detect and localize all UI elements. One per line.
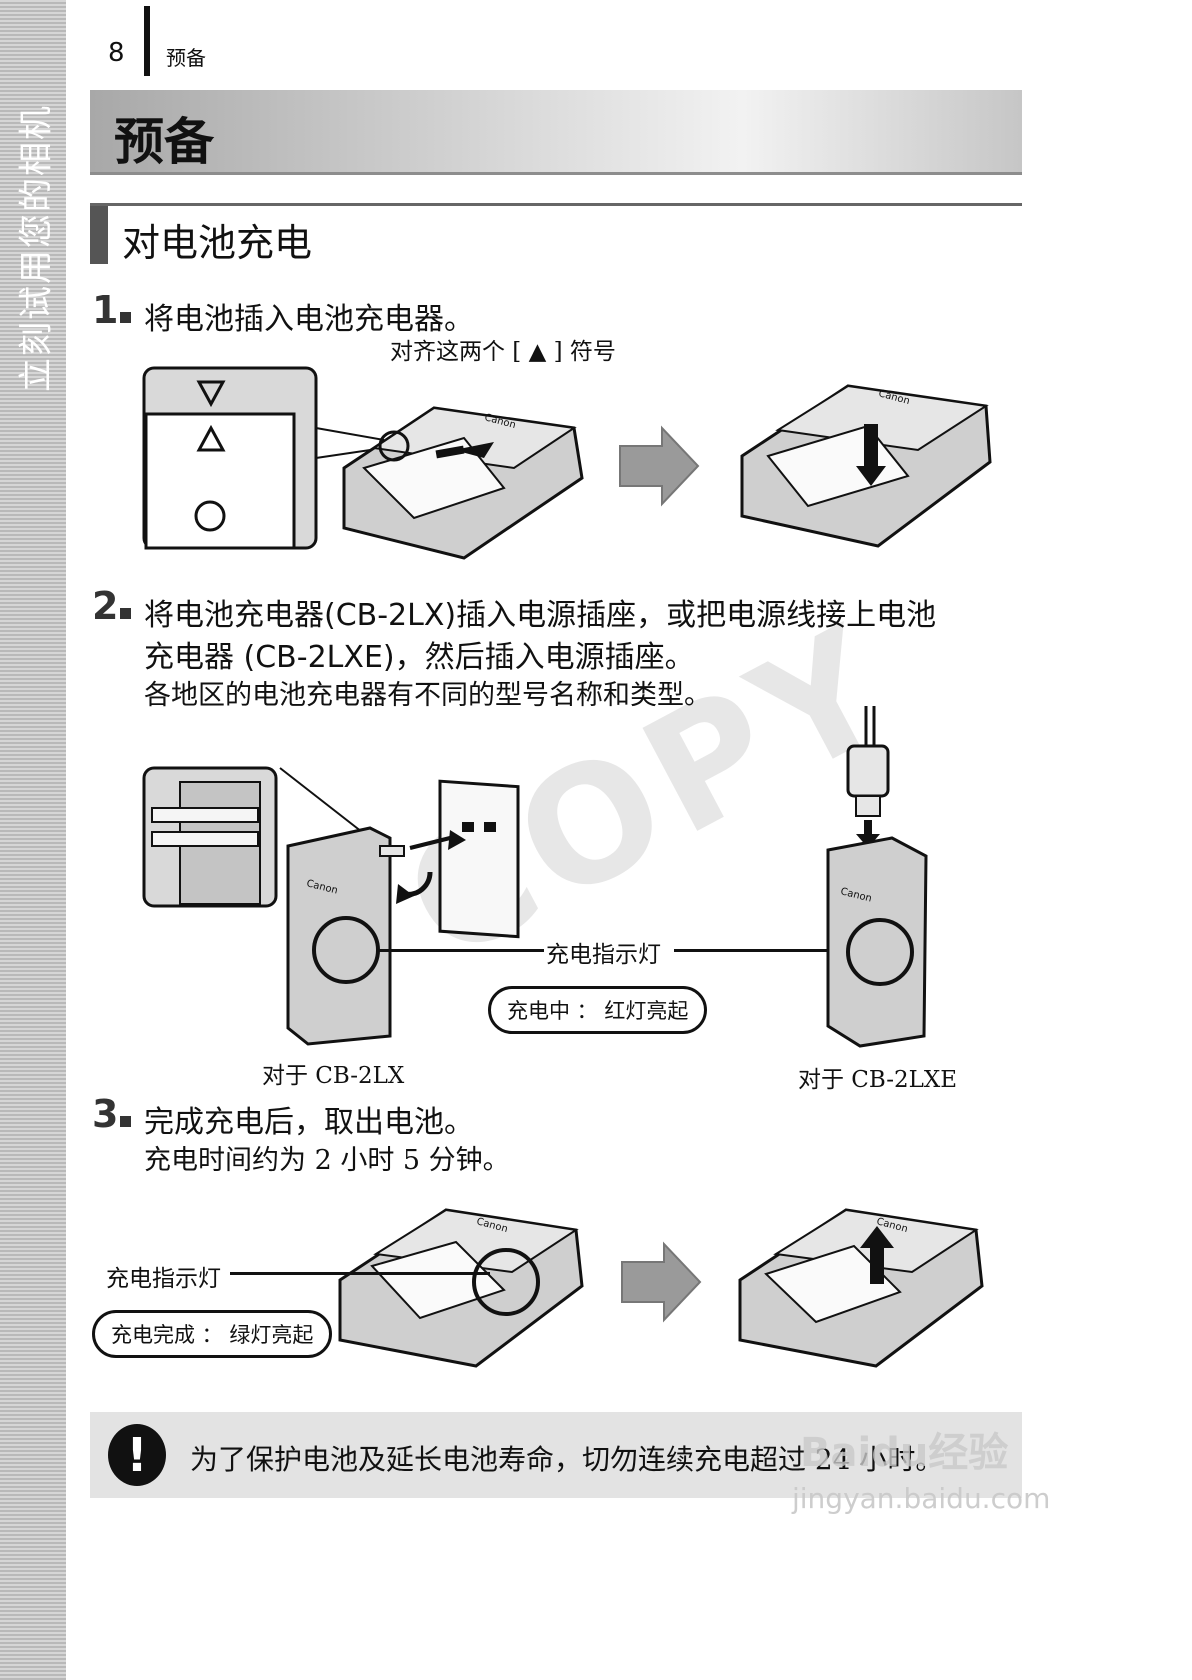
charge-indicator-label-fig3: 充电指示灯 <box>106 1266 221 1292</box>
step-2-text-line1: 将电池充电器(CB-2LX)插入电源插座，或把电源线接上电池 <box>144 598 937 633</box>
chapter-title: 预备 <box>114 113 214 171</box>
align-callout: 对齐这两个 [ ▲ ] 符号 <box>390 339 616 365</box>
arrow-right-icon <box>619 425 700 507</box>
plug-zoom-illustration <box>142 766 278 908</box>
battery-removal-illustration: Canon <box>738 1208 984 1368</box>
caption-cb2lx: 对于 CB-2LX <box>262 1063 405 1089</box>
step-1-text: 将电池插入电池充电器。 <box>144 302 474 337</box>
indicator-line-left <box>378 949 544 952</box>
charger-charged-illustration: Canon <box>338 1208 584 1368</box>
step-2-number: 2 <box>92 584 132 628</box>
charging-status-pill: 充电中 ： 红灯亮起 <box>488 986 708 1034</box>
chapter-banner: 预备 <box>90 90 1022 175</box>
triangle-zoom-illustration <box>142 366 318 550</box>
section-title: 对电池充电 <box>122 221 313 265</box>
side-tab-label: 立刻试用您的相机 <box>16 104 57 392</box>
step-2-text-line2: 充电器 (CB-2LXE)，然后插入电源插座。 <box>144 640 695 675</box>
caution-icon: ! <box>108 1424 166 1486</box>
header-section-name: 预备 <box>166 46 206 70</box>
charger-inserted-illustration: Canon <box>740 384 992 548</box>
charged-status-pill: 充电完成 ： 绿灯亮起 <box>92 1310 333 1358</box>
indicator-line-fig3 <box>230 1272 490 1275</box>
step-3-subtext: 充电时间约为 2 小时 5 分钟。 <box>144 1145 510 1176</box>
caution-text: 为了保护电池及延长电池寿命，切勿连续充电超过 24 小时。 <box>190 1443 944 1476</box>
caution-note: ! 为了保护电池及延长电池寿命，切勿连续充电超过 24 小时。 <box>90 1412 1022 1498</box>
charger-cb2lx-illustration: Canon <box>279 767 520 1046</box>
indicator-line-right <box>674 949 850 952</box>
step-1-number: 1 <box>92 288 132 332</box>
step-3-text: 完成充电后，取出电池。 <box>144 1105 474 1140</box>
section-marker <box>90 206 108 264</box>
baidu-watermark-url: jingyan.baidu.com <box>792 1482 1051 1515</box>
section-rule <box>90 203 1022 206</box>
step-3-number: 3 <box>92 1092 132 1136</box>
header-divider <box>144 6 150 76</box>
caption-cb2lxe: 对于 CB-2LXE <box>798 1067 958 1093</box>
page-number: 8 <box>108 38 125 68</box>
charger-insert-illustration: Canon <box>315 406 584 560</box>
charge-indicator-label: 充电指示灯 <box>546 942 661 968</box>
arrow-right-icon <box>621 1241 702 1323</box>
charger-cb2lxe-illustration: Canon <box>826 706 928 1048</box>
step-2-subtext: 各地区的电池充电器有不同的型号名称和类型。 <box>144 680 711 711</box>
side-tab: 立刻试用您的相机 <box>0 0 66 1680</box>
baidu-watermark: Baidu经验 <box>800 1430 1009 1476</box>
